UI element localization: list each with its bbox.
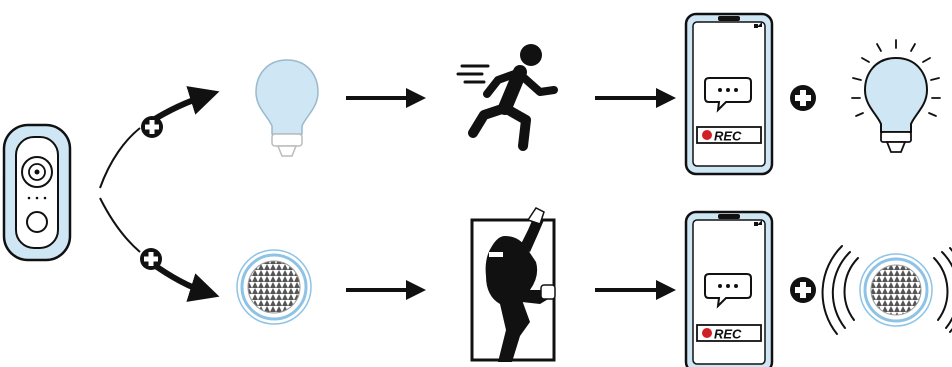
phone-icon: REC	[686, 212, 772, 367]
plus-icon	[790, 277, 816, 303]
speaker-icon	[237, 250, 311, 324]
siren-sounding-icon	[823, 246, 952, 334]
plus-icon	[141, 116, 163, 138]
rec-badge: REC	[697, 127, 761, 144]
runner-icon	[458, 44, 554, 146]
rec-label: REC	[714, 129, 742, 144]
video-doorbell-icon	[4, 125, 70, 260]
plus-icon	[790, 85, 816, 111]
bulb-icon	[256, 60, 318, 156]
rec-label: REC	[714, 327, 742, 342]
bulb-lit-icon	[852, 40, 940, 152]
rec-badge: REC	[697, 325, 761, 342]
phone-icon: REC	[686, 14, 772, 174]
burglar-icon	[472, 208, 555, 362]
plus-icon	[140, 248, 162, 270]
